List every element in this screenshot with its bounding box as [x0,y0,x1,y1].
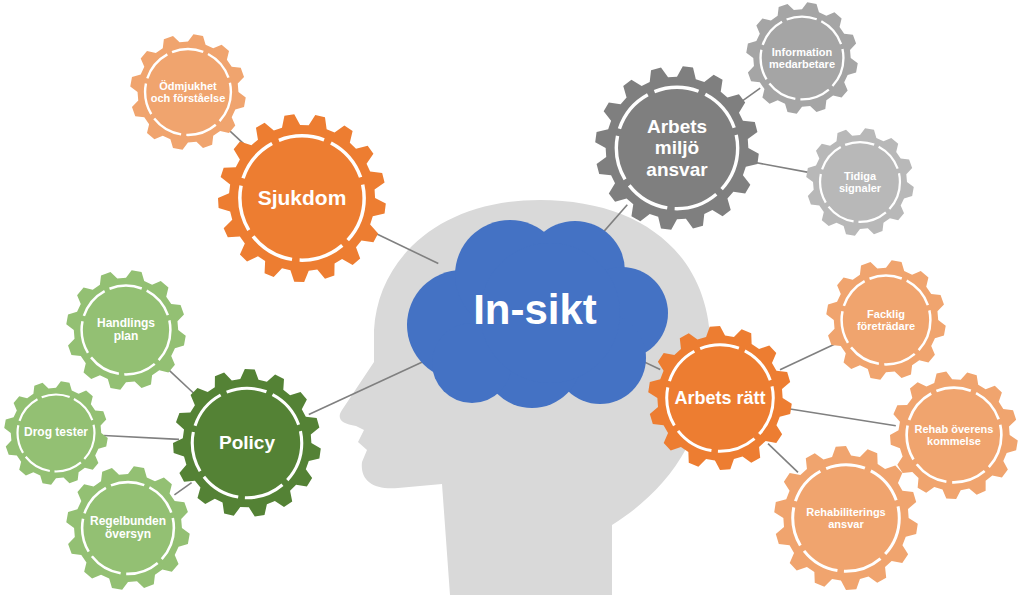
gear-node: Ödmjukhet och förståelse [130,34,246,150]
gear-ring [616,87,737,208]
gear-teeth [806,128,914,236]
gear-teeth [746,2,858,114]
connector-line [372,232,439,264]
cloud-node: In-sikt [400,213,670,408]
gear-teeth [890,371,1018,498]
gear-node: Facklig företrädare [826,260,946,380]
node-label: Rehabiliterings ansvar [799,506,893,531]
gear-teeth [4,381,108,485]
node-label: Handlings plan [87,317,165,344]
node-text: Ödmjukhet och förståelse [150,80,225,105]
gear-node: Sjukdom [218,114,386,282]
node-label: Ödmjukhet och förståelse [150,80,225,105]
gear-node: Rehabiliterings ansvar [774,446,918,590]
node-text: In-sikt [427,286,643,333]
node-text: Rehabiliterings ansvar [799,506,893,531]
node-label: Rehab överens kommelse [912,423,995,448]
gear-teeth [595,66,759,230]
head-profile [340,200,711,595]
node-label: Sjukdom [247,186,356,210]
gear-ring [145,49,231,135]
gear-node: Regelbunden översyn [66,466,190,590]
gear-ring [240,136,364,260]
gear-ring [667,345,774,452]
node-text: Arbets rätt [673,388,767,408]
node-text: Information medarbetare [766,46,839,71]
connector-line [174,483,191,495]
node-label: Arbets miljö ansvar [624,116,731,180]
node-label: Regelbunden översyn [88,515,169,542]
gear-node: Information medarbetare [746,2,858,114]
node-label: Tidiga signaler [825,170,895,195]
gear-ring [820,142,900,222]
node-text: Handlings plan [87,317,165,344]
gear-node: Handlings plan [66,270,186,390]
node-label: In-sikt [427,286,643,333]
gear-ring [82,482,174,574]
node-label: Arbets rätt [673,388,767,408]
node-text: Policy [199,432,295,453]
node-text: Tidiga signaler [825,170,895,195]
connector-line [780,344,836,370]
node-label: Information medarbetare [766,46,839,71]
node-label: Policy [199,432,295,453]
node-text: Sjukdom [247,186,356,210]
gear-ring [192,388,302,498]
gear-teeth [66,270,185,389]
connector-line [768,444,798,473]
connector-line [166,368,197,397]
gear-node: Rehab överens kommelse [890,371,1018,499]
node-label: Drog tester [22,426,90,439]
node-label: Facklig företrädare [847,308,925,333]
gear-node: Arbets rätt [648,326,792,470]
gear-teeth [648,326,792,470]
node-text: Arbets miljö ansvar [624,116,731,180]
gear-teeth [130,34,245,149]
gear-ring [793,465,900,572]
gear-ring [82,286,171,375]
gear-node: Policy [173,369,321,517]
connector-line [309,355,437,414]
gear-teeth [826,260,945,379]
connector-line [751,162,811,173]
connector-line [104,436,179,440]
connector-line [785,408,895,426]
gear-node: Drog tester [4,381,108,485]
gear-node: Arbets miljö ansvar [595,66,759,230]
gear-teeth [173,369,321,517]
gear-ring [842,276,931,365]
gear-teeth [774,446,918,590]
gear-node: Tidiga signaler [806,128,914,236]
gear-teeth [218,114,386,282]
node-text: Drog tester [22,426,90,439]
node-text: Regelbunden översyn [88,515,169,542]
gear-ring [907,388,1002,483]
node-text: Facklig företrädare [847,308,925,333]
node-text: Rehab överens kommelse [912,423,995,448]
gear-ring [18,395,95,472]
gear-ring [761,17,844,100]
gear-teeth [66,466,189,589]
